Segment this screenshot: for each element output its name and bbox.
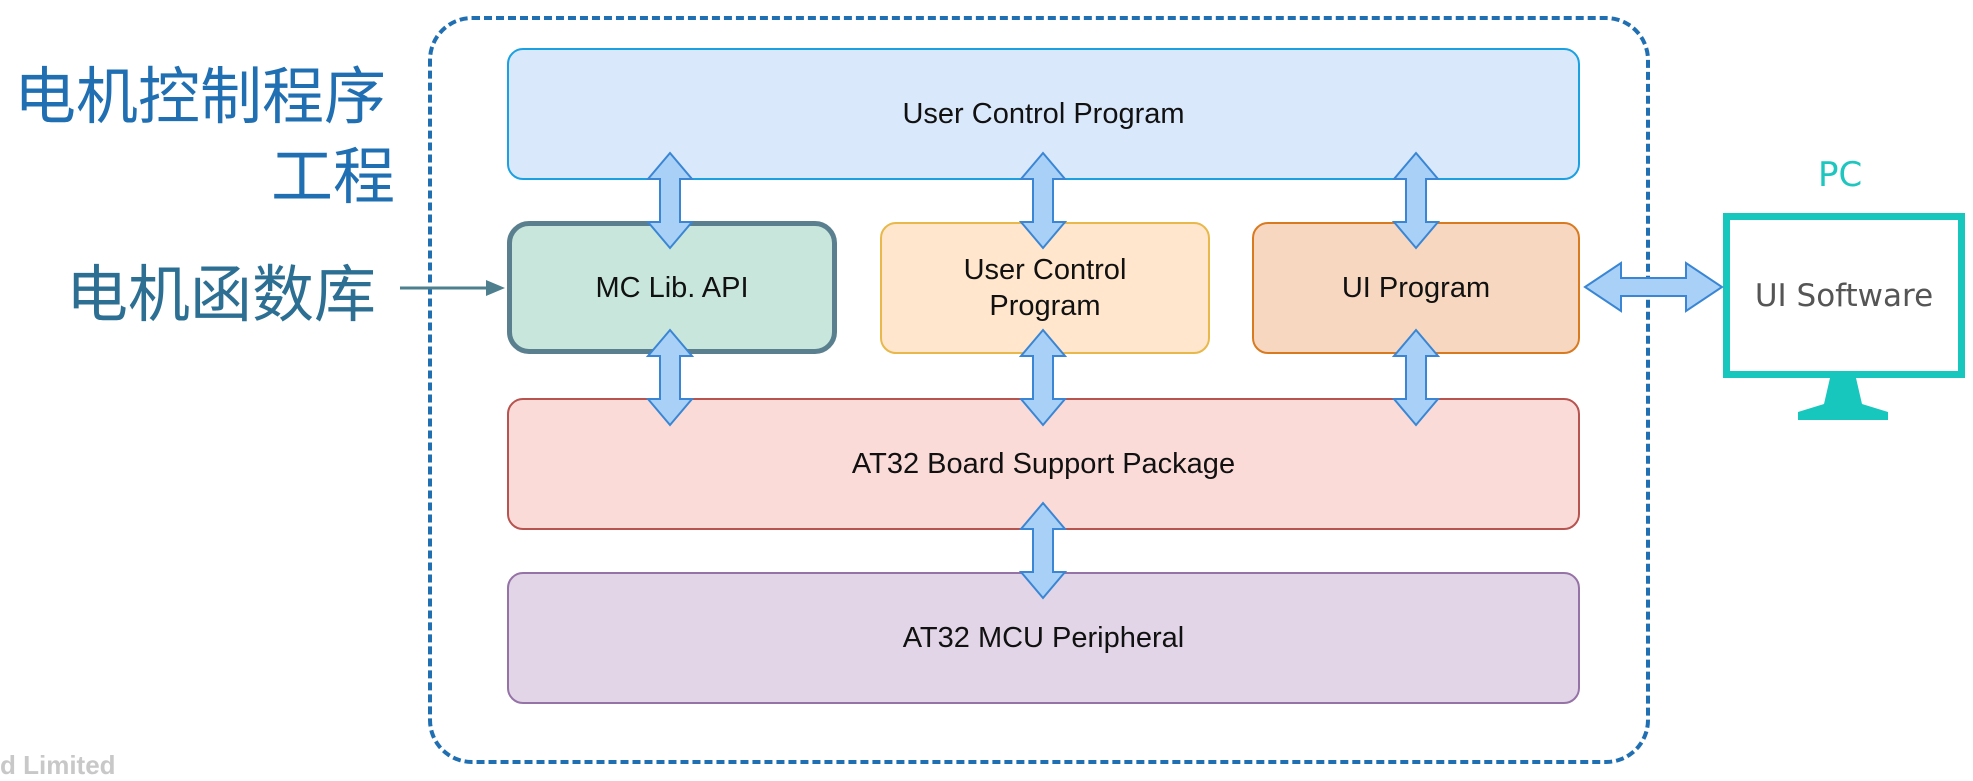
ui-program-label: UI Program	[1341, 272, 1491, 304]
mc-lib-api-label: MC Lib. API	[595, 271, 749, 304]
project-title-line2: 工程	[270, 140, 395, 213]
mcu-label: AT32 MCU Peripheral	[902, 622, 1185, 654]
pc-label: PC	[1818, 155, 1863, 195]
bsp-label: AT32 Board Support Package	[851, 448, 1236, 480]
double-arrow-upper-left	[645, 151, 695, 250]
lib-pointer-head	[486, 280, 505, 296]
double-arrow-lower-center	[1018, 328, 1068, 427]
double-arrow-lower-right	[1391, 328, 1441, 427]
user-control-program-label: User Control Program	[902, 98, 1185, 130]
project-title-line1: 电机控制程序	[14, 60, 387, 133]
double-arrow-upper-right	[1391, 151, 1441, 250]
motor-lib-label: 电机函数库	[66, 258, 377, 331]
ui-software-label: UI Software	[1754, 277, 1934, 314]
monitor-stand	[1798, 378, 1888, 420]
double-arrow-bsp-mcu	[1018, 501, 1068, 600]
double-arrow-ui-pc	[1583, 261, 1724, 313]
monitor-icon: UI Software	[1723, 213, 1965, 378]
user-control-program-mid-label: User Control Program	[963, 254, 1127, 322]
double-arrow-upper-center	[1018, 151, 1068, 250]
project-boundary	[428, 16, 1650, 764]
double-arrow-lower-left	[645, 328, 695, 427]
